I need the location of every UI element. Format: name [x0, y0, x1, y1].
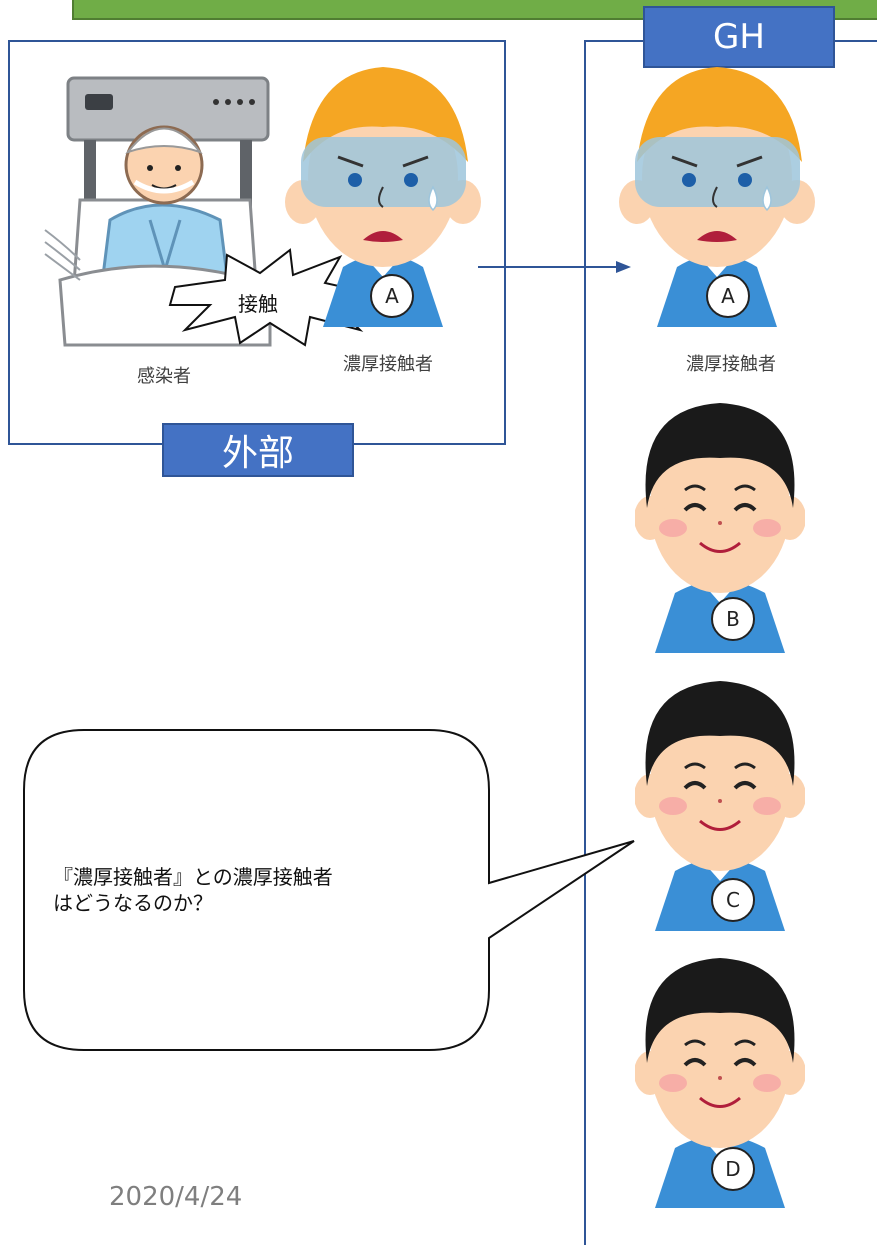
contact-caption-outside: 濃厚接触者: [343, 354, 433, 375]
smiling-person-d: [635, 958, 805, 1208]
person-a-outside-badge: A: [370, 274, 414, 318]
person-b-badge: B: [711, 597, 755, 641]
move-arrow: [478, 261, 631, 273]
gh-label-text: GH: [713, 17, 765, 57]
gh-label: GH: [643, 6, 835, 68]
person-c-badge: C: [711, 878, 755, 922]
outside-label-text: 外部: [221, 433, 294, 474]
footer-date: 2020/4/24: [109, 1182, 243, 1212]
person-a-gh-badge: A: [706, 274, 750, 318]
infected-caption: 感染者: [137, 366, 191, 387]
smiling-person-b: [635, 403, 805, 653]
worried-person-a-gh: [619, 67, 815, 327]
speech-bubble-text: 『濃厚接触者』との濃厚接触者 はどうなるのか？: [53, 865, 333, 915]
worried-person-a-outside: [285, 67, 481, 327]
speech-bubble: [23, 729, 635, 1051]
person-d-badge: D: [711, 1147, 755, 1191]
contact-caption-gh: 濃厚接触者: [686, 354, 776, 375]
outside-label: 外部: [162, 423, 354, 477]
contact-burst-text: 接触: [238, 292, 278, 316]
